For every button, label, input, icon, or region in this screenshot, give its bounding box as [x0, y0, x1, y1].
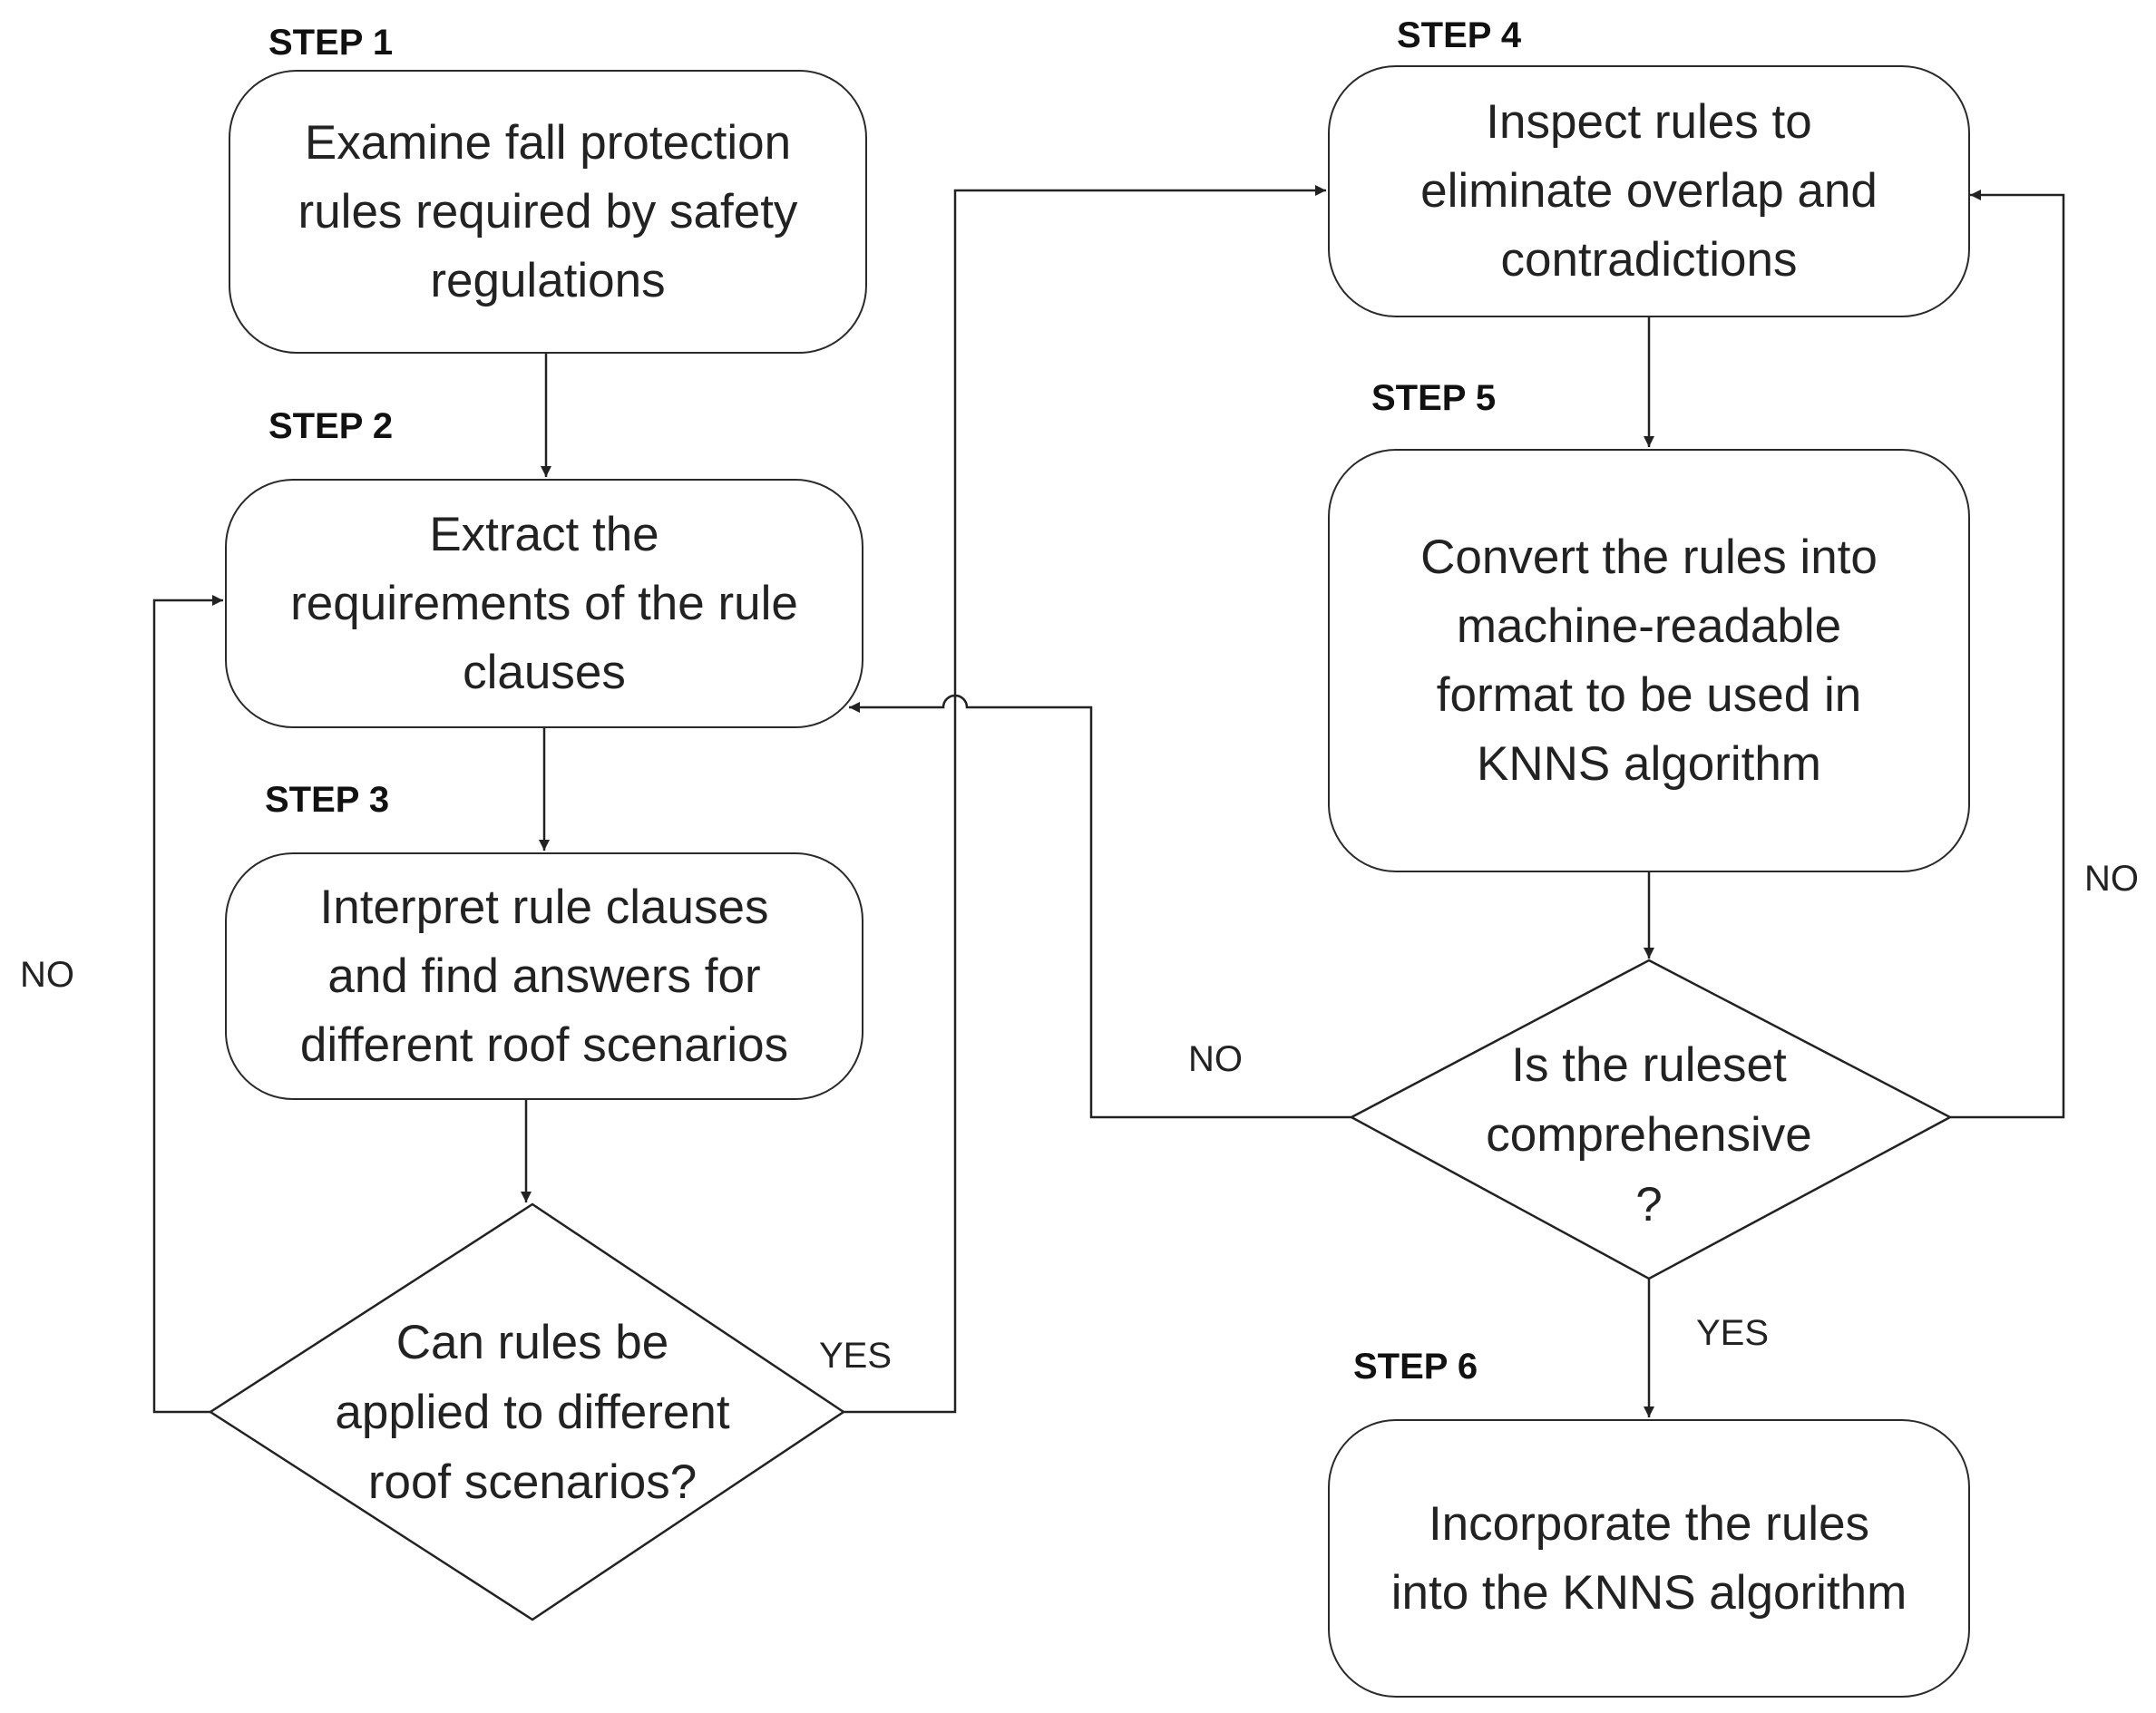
step-3-text: Interpret rule clauses and find answers … — [299, 880, 789, 1072]
step-6-text: Incorporate the rules into the KNNS algo… — [1390, 1496, 1907, 1620]
step-2-label: STEP 2 — [268, 406, 394, 446]
step-1-label: STEP 1 — [268, 23, 394, 63]
decision-1-no-label: NO — [20, 955, 74, 995]
step-1-box: Examine fall protection rules required b… — [229, 70, 867, 354]
step-4-label: STEP 4 — [1397, 15, 1522, 55]
decision-1-text: Can rules be applied to different roof s… — [335, 1316, 730, 1509]
step-3-label: STEP 3 — [265, 780, 390, 820]
step-2-text: Extract the requirements of the rule cla… — [290, 507, 798, 699]
step-3-box: Interpret rule clauses and find answers … — [225, 852, 863, 1100]
step-4-text: Inspect rules to eliminate overlap and c… — [1420, 95, 1878, 287]
arrow-decision2-no-to-step2 — [849, 694, 1351, 1119]
step-5-text: Convert the rules into machine-readable … — [1420, 530, 1878, 791]
step-5-box: Convert the rules into machine-readable … — [1328, 449, 1970, 872]
decision-2-no-right-label: NO — [2084, 859, 2139, 899]
step-4-box: Inspect rules to eliminate overlap and c… — [1328, 65, 1970, 317]
step-6-box: Incorporate the rules into the KNNS algo… — [1328, 1419, 1970, 1698]
decision-2-yes-label: YES — [1696, 1313, 1770, 1353]
arrow-decision1-yes-to-step4 — [844, 185, 1326, 1414]
step-5-label: STEP 5 — [1371, 378, 1497, 418]
step-6-label: STEP 6 — [1353, 1347, 1478, 1387]
step-2-box: Extract the requirements of the rule cla… — [225, 479, 863, 728]
decision-2-text: Is the ruleset comprehensive ? — [1486, 1038, 1812, 1231]
decision-2-no-left-label: NO — [1188, 1039, 1243, 1079]
step-1-text: Examine fall protection rules required b… — [298, 115, 798, 307]
decision-1-yes-label: YES — [819, 1336, 893, 1376]
arrow-decision1-no-to-step2 — [152, 595, 223, 1414]
